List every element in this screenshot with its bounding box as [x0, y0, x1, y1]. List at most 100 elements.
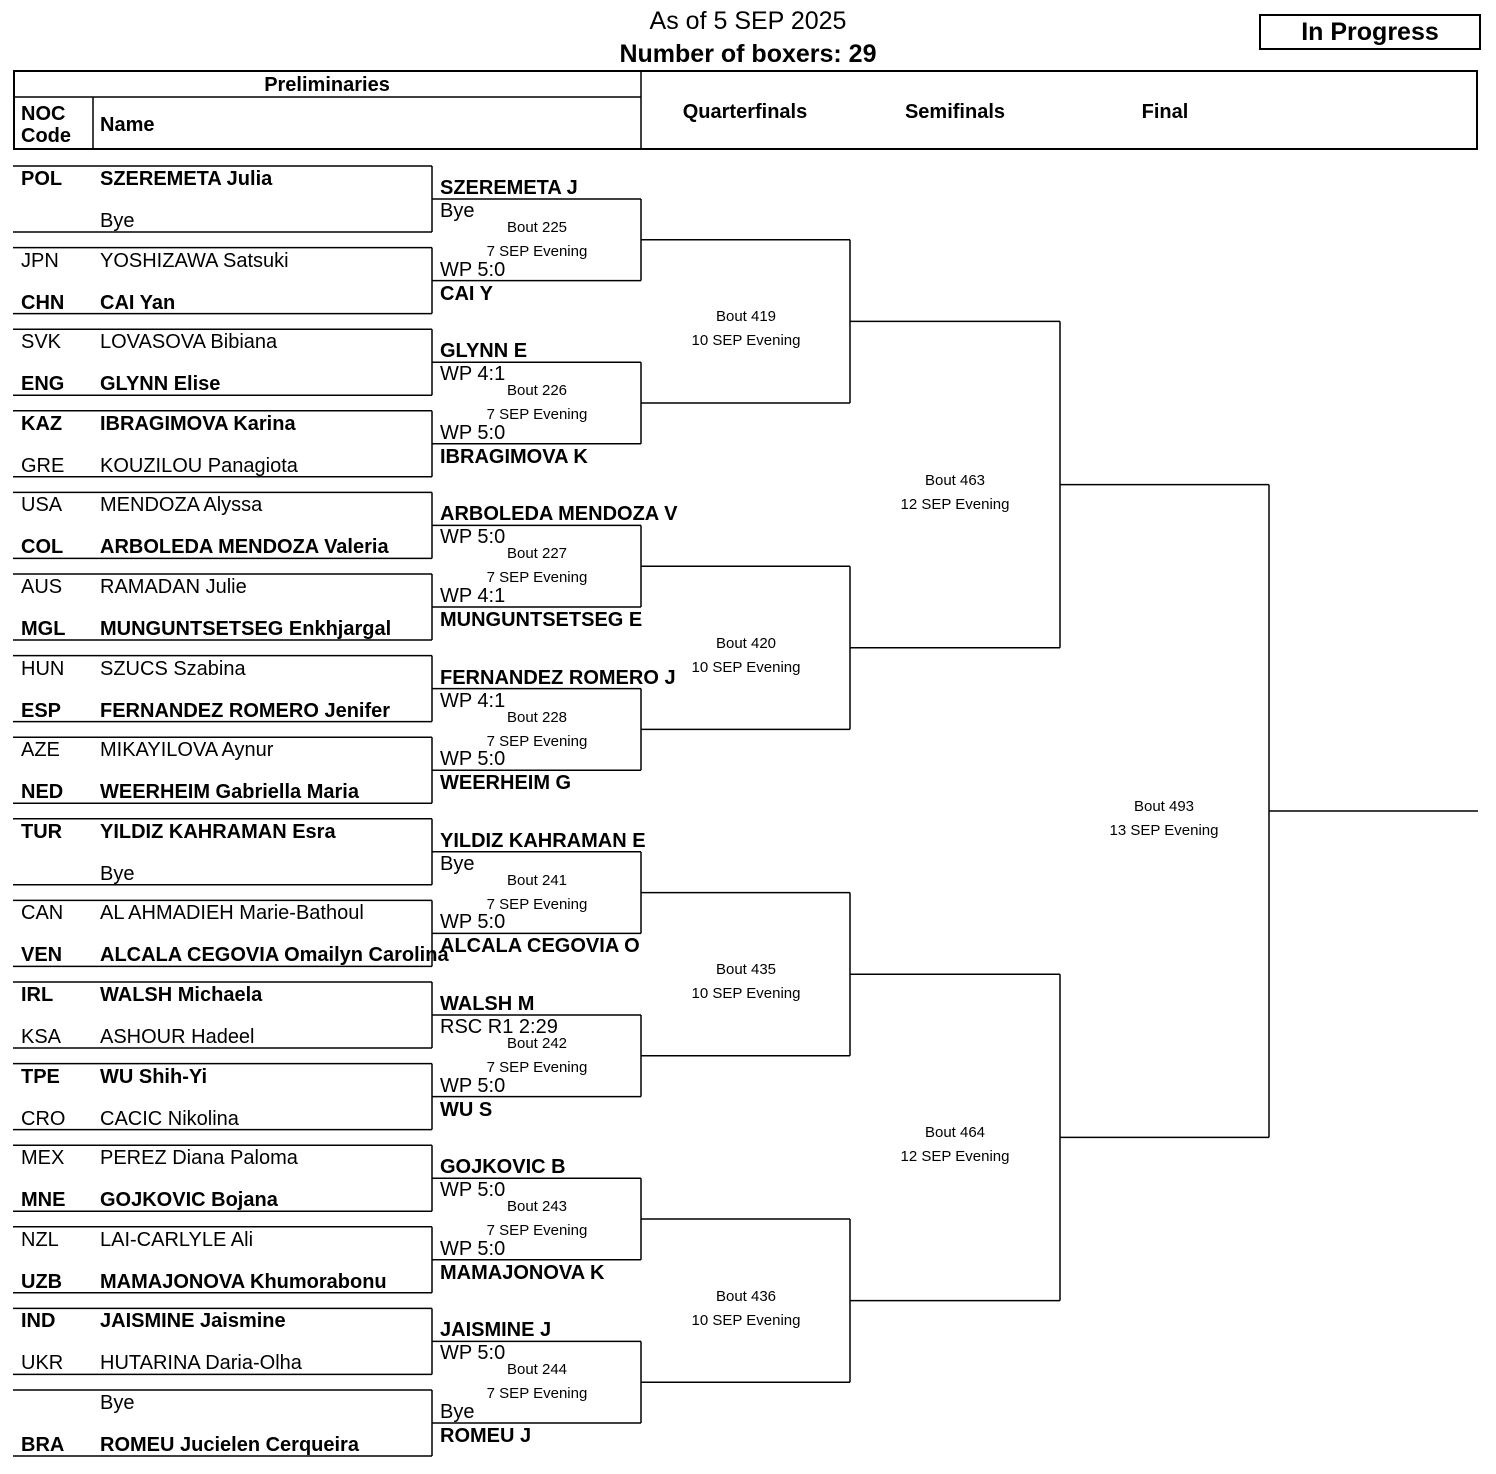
- r1-top-result: WP 4:1: [440, 689, 506, 712]
- sf-bout-number: Bout 464: [924, 1124, 986, 1142]
- entry-name: HUTARINA Daria-Olha: [100, 1352, 302, 1375]
- entry-name: SZEREMETA Julia: [100, 168, 273, 190]
- r1-top-winner: WALSH M: [440, 993, 535, 1015]
- r1-bout-date: 7 SEP Evening: [486, 569, 588, 587]
- entry-name: MUNGUNTSETSEG Enkhjargal: [100, 618, 392, 640]
- final-bout-date: 13 SEP Evening: [1109, 822, 1219, 839]
- entry-noc: VEN: [21, 944, 63, 967]
- r1-top-result: WP 5:0: [440, 526, 506, 549]
- entry-name: KOUZILOU Panagiota: [100, 454, 298, 477]
- entry-noc: MGL: [21, 618, 66, 640]
- r1-bout-date: 7 SEP Evening: [486, 406, 588, 424]
- entry-noc: ESP: [21, 699, 62, 722]
- entry-name: MAMAJONOVA Khumorabonu: [100, 1270, 387, 1293]
- entry-noc: UZB: [21, 1270, 63, 1293]
- status-badge: In Progress: [1259, 14, 1481, 50]
- r1-top-winner: YILDIZ KAHRAMAN E: [440, 829, 646, 852]
- r1-bout-date: 7 SEP Evening: [486, 732, 588, 750]
- r1-bottom-winner: ALCALA CEGOVIA O: [440, 935, 640, 958]
- r1-bout-number: Bout 244: [506, 1361, 568, 1379]
- entry-noc: IRL: [21, 984, 54, 1006]
- entry-noc: CHN: [21, 291, 65, 314]
- r1-bottom-winner: WEERHEIM G: [440, 772, 572, 795]
- sf-bout-date: 12 SEP Evening: [900, 1148, 1010, 1166]
- entry-name: FERNANDEZ ROMERO Jenifer: [100, 699, 391, 722]
- entry-name: MENDOZA Alyssa: [100, 494, 263, 517]
- entry-name: Bye: [100, 210, 135, 232]
- final-header: Final: [1141, 101, 1189, 123]
- r1-bottom-result: WP 5:0: [440, 748, 506, 771]
- quarterfinals-header: Quarterfinals: [682, 101, 808, 123]
- r1-top-winner: FERNANDEZ ROMERO J: [440, 666, 676, 689]
- entry-noc: KSA: [21, 1026, 62, 1048]
- entry-name: Bye: [100, 862, 135, 885]
- r1-bottom-result: WP 5:0: [440, 258, 506, 281]
- r1-bout-number: Bout 243: [506, 1198, 568, 1216]
- entry-name: ROMEU Jucielen Cerqueira: [100, 1434, 359, 1456]
- entry-noc: TUR: [21, 820, 63, 843]
- r1-bottom-winner: CAI Y: [440, 282, 493, 305]
- entry-noc: COL: [21, 536, 64, 559]
- entry-name: Bye: [100, 1392, 135, 1414]
- sf-bout-number: Bout 463: [924, 471, 986, 489]
- r1-bout-date: 7 SEP Evening: [486, 1385, 588, 1403]
- entry-noc: AZE: [21, 739, 60, 762]
- r1-bout-number: Bout 228: [506, 708, 568, 726]
- r1-bout-date: 7 SEP Evening: [486, 243, 588, 260]
- r1-top-result: RSC R1 2:29: [440, 1016, 558, 1038]
- r1-top-winner: GOJKOVIC B: [440, 1156, 566, 1179]
- r1-top-winner: JAISMINE J: [440, 1319, 552, 1342]
- entry-noc: JPN: [21, 249, 59, 272]
- qf-bout-date: 10 SEP Evening: [691, 658, 801, 676]
- entry-name: LOVASOVA Bibiana: [100, 331, 278, 354]
- entry-name: WEERHEIM Gabriella Maria: [100, 781, 359, 804]
- r1-bout-number: Bout 225: [506, 219, 568, 236]
- entry-noc: GRE: [21, 454, 65, 477]
- r1-top-winner: SZEREMETA J: [440, 177, 578, 199]
- entry-noc: ENG: [21, 373, 65, 396]
- entry-name: WU Shih-Yi: [100, 1065, 208, 1088]
- r1-bout-date: 7 SEP Evening: [486, 895, 588, 913]
- r1-top-result: WP 4:1: [440, 363, 506, 386]
- r1-bout-number: Bout 242: [506, 1035, 568, 1052]
- entry-noc: BRA: [21, 1434, 65, 1456]
- semifinals-header: Semifinals: [904, 101, 1006, 123]
- entry-noc: USA: [21, 494, 63, 517]
- entry-noc: TPE: [21, 1065, 60, 1088]
- entry-noc: MEX: [21, 1147, 65, 1170]
- r1-bout-number: Bout 227: [506, 545, 568, 563]
- column-header-box: [13, 70, 1478, 150]
- entry-name: CACIC Nikolina: [100, 1107, 239, 1130]
- entry-name: YOSHIZAWA Satsuki: [100, 249, 289, 272]
- noc-code-header: NOC Code: [21, 103, 71, 147]
- entry-noc: POL: [21, 168, 63, 190]
- entry-name: GOJKOVIC Bojana: [100, 1189, 278, 1212]
- entry-noc: IND: [21, 1310, 56, 1333]
- r1-bottom-winner: ROMEU J: [440, 1425, 532, 1447]
- entry-name: IBRAGIMOVA Karina: [100, 412, 296, 435]
- entry-noc: NED: [21, 781, 64, 804]
- entry-noc: NZL: [21, 1228, 59, 1251]
- qf-bout-number: Bout 420: [715, 634, 777, 652]
- name-header: Name: [100, 114, 155, 136]
- entry-name: GLYNN Elise: [100, 373, 221, 396]
- entry-noc: MNE: [21, 1189, 66, 1212]
- r1-bottom-winner: MAMAJONOVA K: [440, 1261, 605, 1284]
- preliminaries-header: Preliminaries: [264, 74, 390, 96]
- entry-name: MIKAYILOVA Aynur: [100, 739, 274, 762]
- entry-name: SZUCS Szabina: [100, 657, 246, 680]
- boxers-count: Number of boxers: 29: [619, 40, 877, 68]
- final-bout-number: Bout 493: [1133, 798, 1195, 815]
- r1-bout-number: Bout 241: [506, 871, 568, 889]
- r1-bottom-result: WP 5:0: [440, 1074, 506, 1097]
- entry-noc: CAN: [21, 902, 64, 925]
- entry-name: RAMADAN Julie: [100, 576, 247, 598]
- qf-bout-date: 10 SEP Evening: [691, 985, 801, 1003]
- r1-top-result: Bye: [440, 852, 475, 875]
- entry-name: WALSH Michaela: [100, 984, 263, 1006]
- r1-bout-date: 7 SEP Evening: [486, 1059, 588, 1076]
- r1-bottom-winner: WU S: [440, 1098, 493, 1121]
- entry-name: YILDIZ KAHRAMAN Esra: [100, 820, 336, 843]
- entry-noc: UKR: [21, 1352, 64, 1375]
- r1-top-result: Bye: [440, 200, 475, 222]
